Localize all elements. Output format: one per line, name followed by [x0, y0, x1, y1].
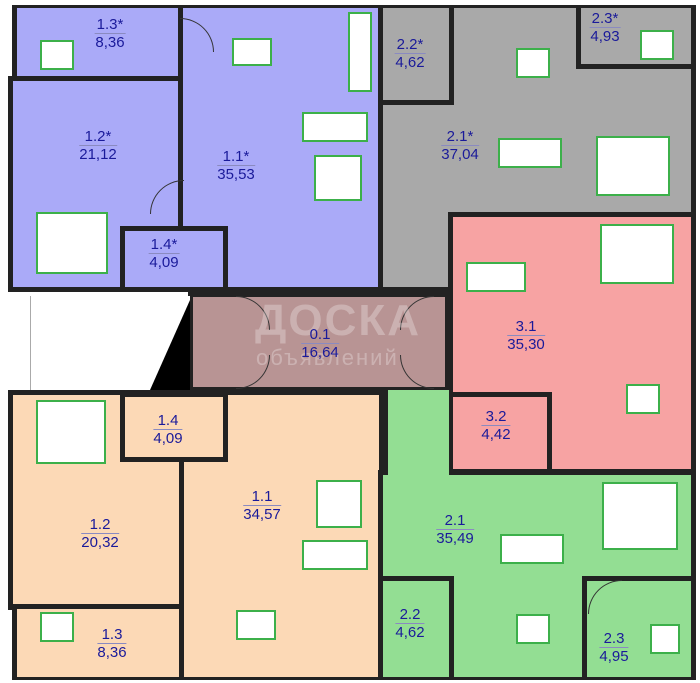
room-3-2 — [448, 392, 552, 474]
label-1-1-star: 1.1*35,53 — [217, 148, 255, 183]
table — [232, 38, 272, 66]
room-area: 8,36 — [95, 34, 125, 51]
green-strip — [383, 390, 449, 475]
room-area: 8,36 — [97, 644, 127, 661]
room-number: 3.2 — [481, 408, 511, 426]
room-number: 1.2 — [81, 516, 119, 534]
sofa — [498, 138, 562, 168]
room-number: 2.2* — [394, 36, 426, 54]
room-number: 1.3 — [97, 626, 127, 644]
table — [40, 612, 74, 642]
room-number: 2.1* — [441, 128, 479, 146]
label-1-3-star: 1.3*8,36 — [94, 16, 126, 51]
room-area: 4,42 — [481, 426, 511, 443]
bed — [314, 155, 362, 201]
room-0-1 — [188, 292, 450, 392]
room-1-4-star — [120, 226, 228, 292]
room-number: 1.2* — [79, 128, 117, 146]
room-number: 1.1 — [243, 488, 281, 506]
room-area: 37,04 — [441, 146, 479, 163]
room-area: 35,30 — [507, 336, 545, 353]
bed — [316, 480, 362, 528]
room-number: 2.3 — [599, 630, 629, 648]
room-number: 1.4 — [153, 412, 183, 430]
watermark: ДОСКА — [255, 296, 421, 345]
sofa — [302, 540, 368, 570]
sofa — [466, 262, 526, 292]
room-area: 34,57 — [243, 506, 281, 523]
room-1-4 — [120, 392, 228, 462]
room-number: 2.3* — [589, 10, 621, 28]
bed — [600, 224, 674, 284]
room-area: 4,09 — [153, 430, 183, 447]
table — [516, 614, 550, 644]
table — [516, 48, 550, 78]
table — [640, 30, 674, 60]
room-area: 4,62 — [395, 624, 425, 641]
stair-triangle — [150, 300, 190, 390]
label-2-1-star: 2.1*37,04 — [441, 128, 479, 163]
room-area: 21,12 — [79, 146, 117, 163]
room-number: 0.1 — [301, 326, 339, 344]
room-area: 4,93 — [590, 28, 620, 45]
watermark-subtitle: объявлений — [256, 345, 399, 370]
label-1-2-star: 1.2*21,12 — [79, 128, 117, 163]
sofa — [302, 112, 368, 142]
label-1-4-star: 1.4*4,09 — [148, 236, 180, 271]
room-2-2 — [378, 576, 454, 680]
room-area: 35,53 — [217, 166, 255, 183]
bed — [36, 212, 108, 274]
room-area: 35,49 — [436, 530, 474, 547]
room-2-2-star — [378, 5, 454, 105]
sofa — [500, 534, 564, 564]
room-number: 2.2 — [395, 606, 425, 624]
bed — [602, 482, 678, 550]
room-area: 4,95 — [599, 648, 629, 665]
room-area: 4,62 — [395, 54, 425, 71]
table — [626, 384, 660, 414]
label-2-2-star: 2.2*4,62 — [394, 36, 426, 71]
room-area: 20,32 — [81, 534, 119, 551]
bed — [36, 400, 106, 464]
table — [40, 40, 74, 70]
room-number: 2.1 — [436, 512, 474, 530]
room-number: 1.1* — [217, 148, 255, 166]
label-2-3-star: 2.3*4,93 — [589, 10, 621, 45]
kitchen — [348, 12, 372, 92]
table — [236, 610, 276, 640]
room-area: 4,09 — [149, 254, 179, 271]
room-2-3-star — [576, 5, 696, 69]
room-number: 1.4* — [148, 236, 180, 254]
room-area: 16,64 — [301, 344, 339, 361]
table — [650, 624, 680, 654]
room-number: 1.3* — [94, 16, 126, 34]
bed — [596, 136, 670, 196]
room-number: 3.1 — [507, 318, 545, 336]
